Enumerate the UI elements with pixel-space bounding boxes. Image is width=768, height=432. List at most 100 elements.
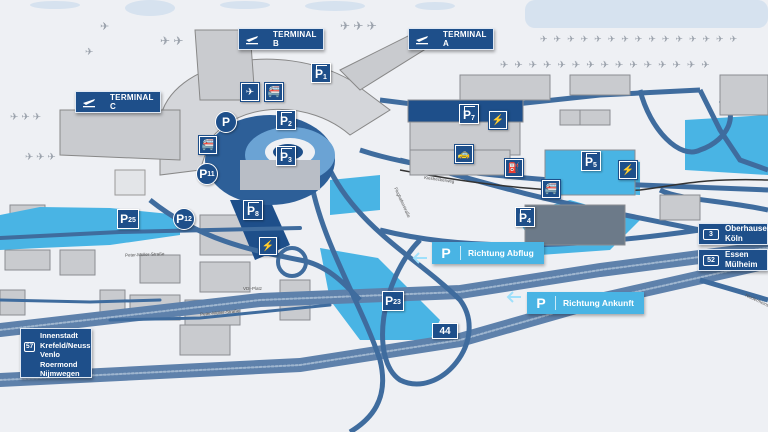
terminal-c-sign[interactable]: TERMINAL C — [75, 91, 161, 113]
highway-roads — [0, 226, 768, 387]
garage-roof-icon — [520, 209, 531, 214]
destination: Essen — [725, 250, 749, 259]
divider — [555, 296, 556, 310]
parking-letter: P — [280, 150, 289, 164]
parking-number: 5 — [593, 162, 597, 169]
garage-roof-icon — [464, 106, 475, 111]
svg-text:✈✈✈✈✈✈✈✈✈✈✈✈✈✈✈: ✈✈✈✈✈✈✈✈✈✈✈✈✈✈✈ — [500, 60, 716, 71]
fuel-station-sign[interactable]: ⛽ — [504, 158, 524, 178]
parking-letter: P — [247, 204, 256, 218]
svg-text:✈ ✈ ✈: ✈ ✈ ✈ — [25, 152, 56, 163]
ev-charging-icon: ⚡ — [490, 112, 506, 128]
plane-departure-icon — [245, 32, 259, 46]
destination: Roermond — [40, 359, 78, 369]
destination: Köln — [725, 234, 743, 243]
fuel-pump-icon: ⛽ — [506, 160, 522, 176]
direction-arrow-icon — [506, 291, 521, 303]
direction-arrow-icon — [412, 252, 427, 264]
parking-number: 3 — [288, 157, 292, 164]
svg-text:✈✈✈✈✈✈✈✈✈✈✈✈✈✈✈: ✈✈✈✈✈✈✈✈✈✈✈✈✈✈✈ — [540, 34, 743, 44]
ev-charging-sign[interactable]: ⚡ — [258, 236, 278, 256]
svg-text:✈: ✈ — [85, 47, 93, 58]
skytrain-icon: 🚝 — [200, 137, 216, 153]
terminal-a-label: TERMINAL A — [443, 30, 487, 48]
terminal-c-label: TERMINAL C — [110, 93, 154, 111]
direction-departure-sign[interactable]: P Richtung Abflug — [432, 242, 544, 264]
parking-p-icon: P — [536, 295, 546, 311]
parking-letter: P — [221, 115, 230, 129]
parking-general-badge[interactable]: P — [215, 111, 237, 133]
plane-arrival-icon: ✈ — [242, 84, 258, 100]
skytrain-icon: 🚝 — [543, 181, 559, 197]
parking-number: 8 — [255, 211, 259, 218]
taxi-icon: 🚕 — [456, 146, 472, 162]
parking-letter: P — [199, 167, 208, 181]
ev-charging-sign[interactable]: ⚡ — [488, 110, 508, 130]
parking-number: 1 — [323, 74, 327, 81]
highway-number: 3 — [703, 228, 719, 240]
parking-letter: P — [280, 114, 289, 128]
arrivals-sign[interactable]: ✈ — [240, 82, 260, 102]
garage-roof-icon — [281, 148, 292, 153]
highway-number: 57 — [24, 342, 36, 352]
parking-letter: P — [385, 294, 394, 308]
garage-roof-icon — [586, 153, 597, 158]
svg-text:✈✈✈: ✈✈✈ — [10, 112, 44, 123]
parking-number: 4 — [527, 218, 531, 225]
svg-text:✈: ✈ — [100, 21, 109, 33]
ev-charging-sign[interactable]: ⚡ — [618, 160, 638, 180]
skytrain-sign[interactable]: 🚝 — [198, 135, 218, 155]
svg-text:✈ ✈ ✈: ✈ ✈ ✈ — [340, 19, 377, 33]
taxi-sign[interactable]: 🚕 — [454, 144, 474, 164]
skytrain-sign[interactable]: 🚝 — [541, 179, 561, 199]
highway-destinations: Essen Mülheim — [725, 250, 757, 270]
highway-destinations: Oberhausen Köln — [725, 224, 768, 244]
highway-a44-shield: 44 — [432, 323, 458, 339]
parking-letter: P — [315, 67, 324, 81]
terminal-b-sign[interactable]: TERMINAL B — [238, 28, 324, 50]
plane-departure-icon — [82, 95, 96, 109]
parking-letter: P — [120, 212, 129, 226]
garage-roof-icon — [316, 65, 327, 70]
parking-letter: P — [519, 211, 528, 225]
parking-letter: P — [463, 108, 472, 122]
garage-roof-icon — [281, 112, 292, 117]
parking-p-icon: P — [441, 245, 451, 261]
direction-departure-label: Richtung Abflug — [468, 248, 534, 258]
parking-number: 23 — [393, 298, 401, 306]
parking-number: 12 — [184, 215, 192, 223]
parking-letter: P — [585, 155, 594, 169]
destination: Innenstadt — [40, 331, 78, 340]
highway-sign-a57[interactable]: 57 Innenstadt Krefeld/Neuss Venlo Roermo… — [20, 328, 92, 378]
plane-departure-icon — [415, 32, 429, 46]
ev-charging-icon: ⚡ — [620, 162, 636, 178]
street-label: VDI-Platz — [243, 286, 263, 291]
destination: Oberhausen — [725, 224, 768, 233]
parking-letter: P — [176, 212, 185, 226]
skytrain-sign[interactable]: 🚝 — [264, 82, 284, 102]
parking-number: 7 — [471, 115, 475, 122]
direction-arrival-label: Richtung Ankunft — [563, 298, 634, 308]
highway-sign-a52[interactable]: 52 Essen Mülheim — [698, 249, 768, 271]
destination: Venlo — [40, 350, 61, 359]
direction-arrival-sign[interactable]: P Richtung Ankunft — [527, 292, 644, 314]
terminal-b-label: TERMINAL B — [273, 30, 317, 48]
apron-areas — [30, 0, 768, 28]
highway-sign-a3[interactable]: 3 Oberhausen Köln — [698, 223, 768, 245]
roundabout — [276, 246, 308, 278]
aircraft-row: ✈✈✈✈✈✈✈✈✈✈✈✈✈✈✈ ✈✈✈✈✈✈✈✈✈✈✈✈✈✈✈ ✈✈✈ ✈ ✈ … — [10, 19, 743, 163]
terminal-a-sign[interactable]: TERMINAL A — [408, 28, 494, 50]
highway-number: 52 — [703, 254, 719, 266]
